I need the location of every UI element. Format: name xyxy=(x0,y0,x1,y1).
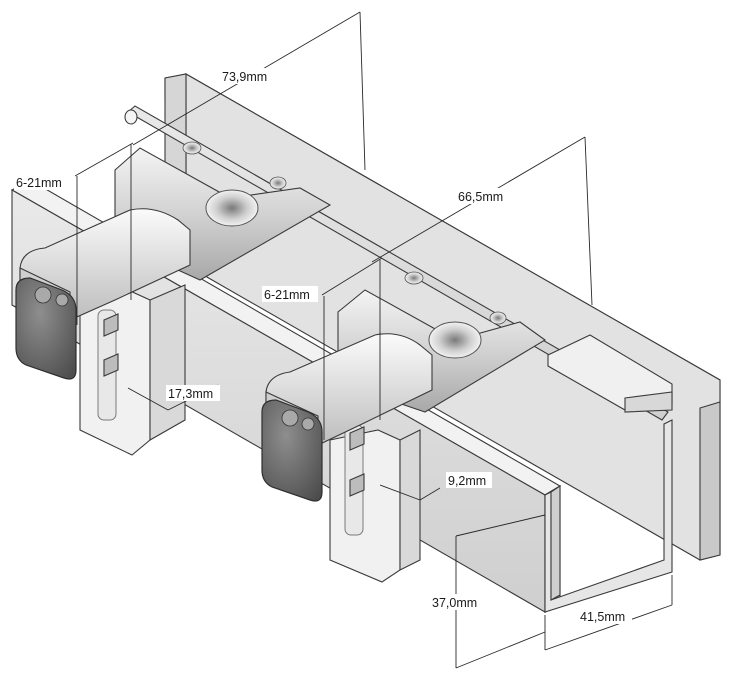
dim-37-0: 37,0mm xyxy=(432,596,477,610)
dim-66-5: 66,5mm xyxy=(458,190,503,204)
left-bracket xyxy=(15,141,332,456)
dimension-labels: 73,9mm 66,5mm 6-21mm 6-21mm 17,3mm 9,2mm… xyxy=(14,68,632,624)
dim-6-21-left: 6-21mm xyxy=(16,176,62,190)
dim-17-3: 17,3mm xyxy=(168,387,213,401)
dim-73-9: 73,9mm xyxy=(222,70,267,84)
wall-plate xyxy=(164,73,721,561)
dim-9-2: 9,2mm xyxy=(448,474,486,488)
right-bracket xyxy=(261,271,546,583)
dim-6-21-mid: 6-21mm xyxy=(264,288,310,302)
dim-41-5: 41,5mm xyxy=(580,610,625,624)
